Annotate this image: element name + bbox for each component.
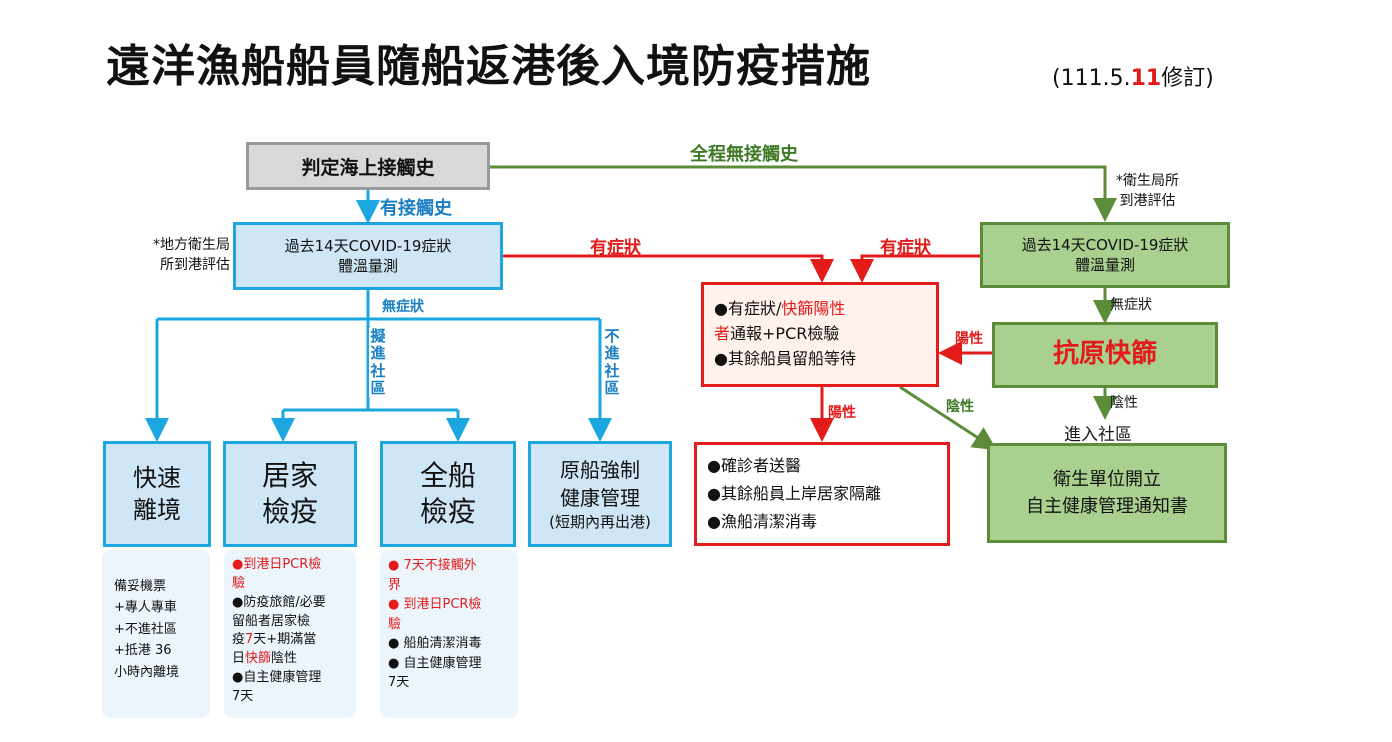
red-box-line3: ●其餘船員留船等待 (714, 348, 856, 368)
contact-history-box: 判定海上接觸史 (246, 142, 490, 190)
vertical-char: 擬 (370, 327, 386, 345)
vertical-char: 進 (604, 344, 620, 363)
symptom-label-left: 有症狀 (590, 238, 641, 258)
health-notice-line: 衛生單位開立 (1053, 469, 1161, 490)
panel-line: 留船者居家檢 (232, 613, 311, 629)
panel-line: ● 自主健康管理 (388, 655, 482, 671)
vertical-char: 區 (370, 378, 386, 397)
negative-label-green: 陰性 (1110, 395, 1138, 411)
panel-line: ●到港日PCR檢 (232, 557, 322, 572)
symptom-check-box-green: 過去14天COVID-19症狀 體溫量測 (980, 222, 1230, 288)
no-symptom-label-green: 無症狀 (1110, 297, 1152, 313)
temperature-line: 體溫量測 (1074, 256, 1135, 274)
antigen-test-label: 抗原快篩 (1052, 339, 1157, 370)
panel-line: ● 到港日PCR檢 (388, 597, 482, 612)
panel-line: 7天 (232, 688, 254, 704)
panel-line: +抵港 36 (114, 643, 172, 659)
category-ship-health-management: 原船強制 健康管理 (短期內再出港) (528, 441, 672, 547)
vertical-char: 不 (604, 327, 620, 345)
health-notice-box: 衛生單位開立 自主健康管理通知書 (987, 443, 1227, 543)
category-line: 離境 (133, 496, 181, 524)
has-contact-label: 有接觸史 (380, 198, 452, 219)
red-box-line1: ●有症狀/快篩陽性 (714, 299, 846, 319)
negative-label-diagonal: 陰性 (946, 399, 974, 415)
positive-label-left: 陽性 (955, 331, 983, 347)
positive-action-item: ●漁船清潔消毒 (707, 512, 817, 531)
panel-line: 7天 (388, 675, 410, 690)
panel-line: 備妥機票 (114, 579, 167, 594)
ship-quarantine-panel: ● 7天不接觸外 界 ● 到港日PCR檢 驗 ● 船舶清潔消毒 ● 自主健康管理… (380, 550, 518, 718)
left-note: *地方衛生局 所到港評估 (112, 236, 230, 275)
left-note-line: *地方衛生局 (153, 237, 230, 253)
panel-line: ● 7天不接觸外 (388, 558, 477, 573)
category-home-quarantine: 居家 檢疫 (223, 441, 357, 547)
symptom-label-right: 有症狀 (880, 238, 931, 258)
enter-community-vertical: 擬 進 社 區 (369, 327, 387, 397)
home-quarantine-panel: ●到港日PCR檢 驗 ●防疫旅館/必要 留船者居家檢 疫7天+期滿當 日快篩陰性… (224, 550, 356, 718)
category-line: 全船 (419, 458, 476, 492)
right-note: *衛生局所 到港評估 (1116, 172, 1179, 211)
vertical-char: 進 (370, 344, 386, 363)
positive-action-box: ●確診者送醫 ●其餘船員上岸居家隔離 ●漁船清潔消毒 (694, 442, 950, 546)
panel-line: 界 (388, 577, 402, 593)
panel-line: 驗 (232, 575, 246, 591)
category-line: 快速 (133, 463, 181, 492)
positive-action-item: ●其餘船員上岸居家隔離 (707, 484, 881, 503)
page-title: 遠洋漁船船員隨船返港後入境防疫措施 (106, 41, 871, 92)
vertical-char: 區 (604, 378, 620, 397)
panel-line: ●防疫旅館/必要 (232, 594, 326, 610)
antigen-test-box: 抗原快篩 (992, 322, 1218, 388)
panel-line: ● 船舶清潔消毒 (388, 636, 482, 651)
right-note-line: *衛生局所 (1116, 173, 1179, 189)
category-line: 健康管理 (560, 485, 640, 510)
panel-line: 小時內離境 (114, 664, 180, 680)
category-line: 原船強制 (560, 457, 640, 482)
symptom-action-box: ●有症狀/快篩陽性 者通報+PCR檢驗 ●其餘船員留船等待 (701, 282, 939, 387)
category-sub: (短期內再出港) (549, 512, 651, 531)
panel-line: 日快篩陰性 (232, 651, 298, 667)
panel-line: +專人專車 (114, 600, 177, 616)
symptom-check-line: 過去14天COVID-19症狀 (1021, 235, 1189, 254)
no-symptom-label-blue: 無症狀 (382, 299, 424, 315)
category-line: 居家 (261, 458, 318, 492)
category-line: 檢疫 (419, 495, 476, 528)
vertical-char: 社 (370, 361, 386, 380)
positive-action-item: ●確診者送醫 (707, 456, 801, 475)
vertical-char: 社 (604, 361, 620, 380)
category-quick-departure: 快速 離境 (103, 441, 211, 547)
panel-line: 驗 (388, 616, 402, 632)
positive-label-down: 陽性 (828, 405, 856, 421)
enter-community-label: 進入社區 (1064, 425, 1132, 445)
contact-history-label: 判定海上接觸史 (301, 156, 435, 179)
symptom-check-box-blue: 過去14天COVID-19症狀 體溫量測 (233, 222, 503, 290)
panel-line: ●自主健康管理 (232, 670, 322, 686)
left-note-line: 所到港評估 (160, 256, 230, 273)
category-line: 檢疫 (261, 495, 318, 528)
right-note-line: 到港評估 (1119, 192, 1176, 209)
category-ship-quarantine: 全船 檢疫 (380, 441, 516, 547)
temperature-line: 體溫量測 (337, 257, 398, 275)
panel-line: +不進社區 (114, 621, 177, 637)
no-enter-community-vertical: 不 進 社 區 (603, 327, 621, 397)
panel-line: 疫7天+期滿當 (232, 632, 317, 648)
red-box-line2: 者通報+PCR檢驗 (714, 324, 840, 344)
health-notice-line: 自主健康管理通知書 (1026, 496, 1188, 517)
revision-date: (111.5.11修訂) (1052, 66, 1214, 91)
quick-departure-panel: 備妥機票 +專人專車 +不進社區 +抵港 36 小時內離境 (102, 550, 210, 718)
no-contact-label: 全程無接觸史 (690, 144, 798, 165)
symptom-check-line: 過去14天COVID-19症狀 (284, 236, 452, 255)
